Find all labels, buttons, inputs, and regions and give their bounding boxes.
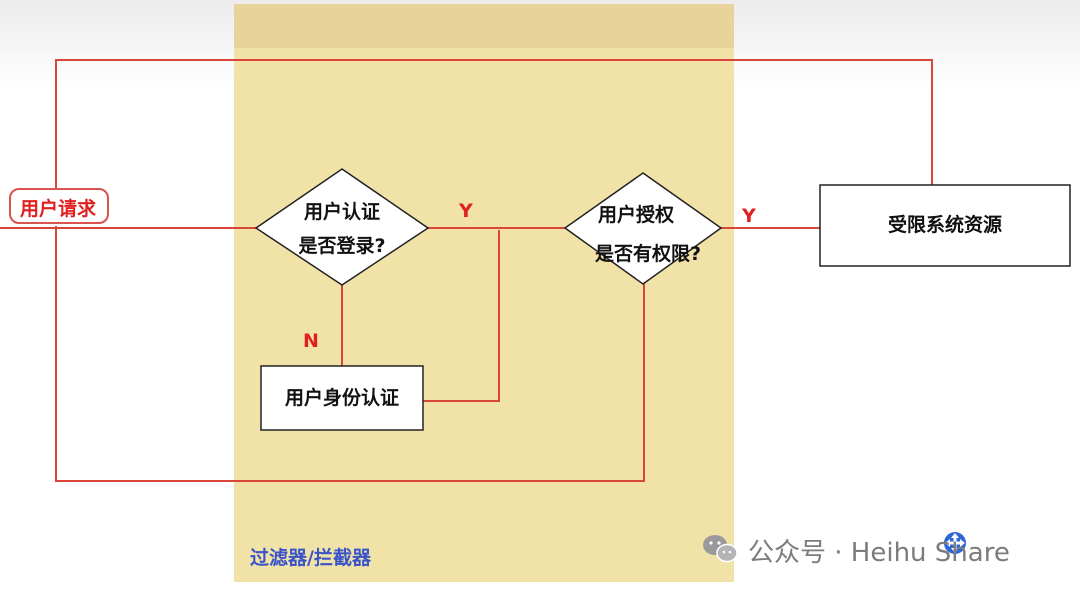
auth-check-diamond [254, 168, 430, 286]
edge-label-yes-2: Y [742, 205, 756, 227]
edge-label-no: N [303, 330, 319, 352]
request-label: 用户请求 [20, 198, 97, 220]
filter-zone-label: 过滤器/拦截器 [250, 547, 371, 569]
filter-zone [234, 4, 734, 582]
edge-label-yes-1: Y [459, 200, 473, 222]
wechat-icon [703, 535, 738, 563]
auth-process-box [260, 365, 424, 431]
edge-bottom-loop [55, 226, 645, 482]
connectors [0, 59, 933, 482]
auth-check-line2: 是否登录? [298, 235, 386, 257]
resource-box [819, 184, 1071, 267]
filter-zone-header [234, 4, 734, 48]
perm-check-diamond [563, 172, 723, 285]
resource-label: 受限系统资源 [887, 214, 1002, 236]
perm-check-line1: 用户授权 [597, 204, 674, 226]
move-cursor-icon [944, 532, 966, 554]
auth-process-label: 用户身份认证 [284, 387, 399, 409]
watermark-text: 公众号 · Heihu Share [748, 538, 1010, 568]
auth-check-line1: 用户认证 [303, 201, 380, 223]
request-node [9, 188, 109, 224]
edge-top-loop [55, 59, 933, 188]
edge-auth-return [423, 230, 500, 402]
perm-check-line2: 是否有权限? [594, 243, 702, 265]
